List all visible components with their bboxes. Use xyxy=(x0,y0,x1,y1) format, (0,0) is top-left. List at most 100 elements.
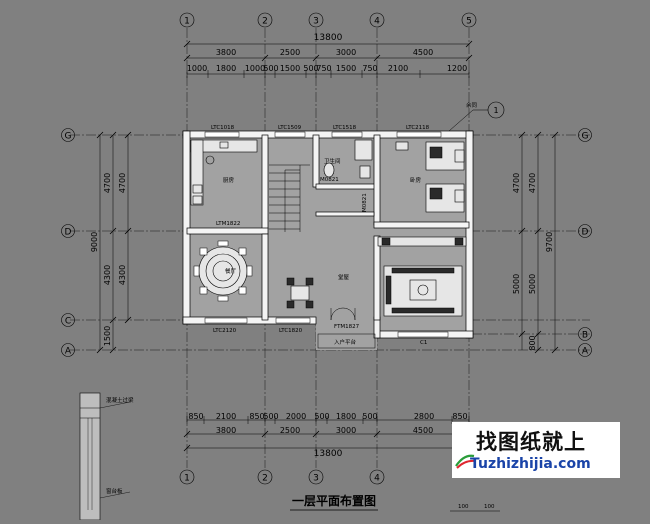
dim-top-minor-10: 2100 xyxy=(388,64,408,73)
dim-right-minor-2: 5000 xyxy=(512,274,521,294)
axis-label-2-bottom: 2 xyxy=(262,474,268,484)
logo-swoosh-icon xyxy=(455,454,476,469)
callout-text: 余同 xyxy=(466,101,478,109)
dim-right-major-2: 5000 xyxy=(528,274,537,294)
dim-top-major-1: 3800 xyxy=(216,48,236,57)
dims-bottom: 850 2100 850 500 2000 500 1800 500 2800 … xyxy=(183,412,470,459)
axis-bubbles-left: G D C A xyxy=(61,128,75,357)
label-door-kitchen: LTM1822 xyxy=(216,221,240,227)
window-living xyxy=(275,317,311,324)
window-stair xyxy=(274,131,306,138)
entry: 入户平台 xyxy=(317,307,376,349)
dim-left-major-1: 4700 xyxy=(103,173,112,193)
logo-chinese-text: 找图纸就上 xyxy=(476,430,586,454)
windows xyxy=(204,131,449,338)
window-bath xyxy=(331,131,363,138)
dim-left-total: 9000 xyxy=(90,232,99,252)
axis-bubble-D-left xyxy=(61,224,75,238)
axis-label-C-left: C xyxy=(65,317,71,327)
axis-bubbles-right: G D B A xyxy=(578,128,592,357)
dim-cut-1: 100 xyxy=(458,504,469,510)
axis-bubble-4 xyxy=(369,12,385,28)
label-window-stair: LTC1509 xyxy=(278,125,302,131)
dim-bottom-major-4: 4500 xyxy=(413,426,433,435)
dims-top: 13800 3800 2500 3000 4500 1000 1800 1000… xyxy=(183,33,473,78)
axis-bubble-4-bottom xyxy=(369,469,385,485)
dim-top-minor-11: 1200 xyxy=(447,64,467,73)
axis-bubble-A-right xyxy=(578,343,592,357)
axis-bubble-G-left xyxy=(61,128,75,142)
axis-bubble-A-left xyxy=(61,343,75,357)
dim-top-major-4: 4500 xyxy=(413,48,433,57)
axis-bubble-2 xyxy=(257,12,273,28)
dim-top-minor-5: 1500 xyxy=(280,64,300,73)
dim-bottom-minor-8: 500 xyxy=(362,412,377,421)
label-lintel: 混凝土过梁 xyxy=(106,396,134,404)
axis-label-G-right: G xyxy=(582,132,589,142)
watermark-logo: 找图纸就上 Tuzhizhijia.com xyxy=(452,422,620,478)
axis-label-4-bottom: 4 xyxy=(374,474,380,484)
dim-right-total: 9700 xyxy=(545,232,554,252)
axis-bubble-G-right xyxy=(578,128,592,142)
label-door-entry: FTM1827 xyxy=(334,324,360,330)
axis-bubbles-top: 1 2 3 4 5 xyxy=(179,12,477,28)
dim-top-minor-3: 1000 xyxy=(245,64,265,73)
dim-bottom-minor-5: 2000 xyxy=(286,412,306,421)
dim-left-minor-2: 4300 xyxy=(118,265,127,285)
dim-bottom-major-1: 3800 xyxy=(216,426,236,435)
axis-bubble-3 xyxy=(308,12,324,28)
dim-top-major-3: 3000 xyxy=(336,48,356,57)
callout-number: 1 xyxy=(493,106,498,115)
axis-label-A-right: A xyxy=(582,347,589,357)
window-dining xyxy=(204,317,248,324)
dims-bottom-cut: 100 100 xyxy=(450,504,500,512)
axis-label-A-left: A xyxy=(65,347,72,357)
walls xyxy=(182,130,474,339)
room-label-hall: 堂屋 xyxy=(338,273,350,281)
dim-bottom-minor-7: 1800 xyxy=(336,412,356,421)
room-label-bedroom: 卧房 xyxy=(410,176,422,184)
dim-left-minor-1: 4700 xyxy=(118,173,127,193)
label-door-bed: M0821 xyxy=(362,193,368,212)
dim-bottom-minor-9: 2800 xyxy=(414,412,434,421)
label-window-bath: LTC1518 xyxy=(333,125,357,131)
logo-url-text: Tuzhizhijia.com xyxy=(470,456,591,472)
kitchen-fixtures: 厨房 xyxy=(190,139,258,206)
dim-bottom-minor-4: 500 xyxy=(263,412,278,421)
room-label-bathroom: 卫生间 xyxy=(324,157,341,165)
dining-table: 餐厅 xyxy=(193,240,253,302)
window-kitchen xyxy=(204,131,240,138)
label-entry-platform: 入户平台 xyxy=(334,338,357,346)
axis-bubble-5 xyxy=(461,12,477,28)
dim-bottom-total: 13800 xyxy=(314,449,343,459)
dim-bottom-minor-3: 850 xyxy=(249,412,264,421)
dim-top-minor-8: 1500 xyxy=(336,64,356,73)
axis-label-1: 1 xyxy=(184,17,190,27)
wall-section-detail: 混凝土过梁 窗台板 xyxy=(79,392,134,521)
axis-bubble-1 xyxy=(179,12,195,28)
dim-top-minor-7: 750 xyxy=(316,64,331,73)
window-labels: LTC1018 LTC1509 LTC1518 LTC2118 LTC2120 … xyxy=(211,125,430,346)
dim-right-minor-1: 4700 xyxy=(512,173,521,193)
axis-label-4: 4 xyxy=(374,17,380,27)
label-window-living: LTC1820 xyxy=(279,328,303,334)
label-window-sill: 窗台板 xyxy=(106,487,123,495)
label-door-bath: M0821 xyxy=(320,177,339,183)
bathroom-fixtures: 卫生间 xyxy=(323,139,373,179)
axis-bubble-D-right xyxy=(578,224,592,238)
window-c1 xyxy=(397,331,449,338)
dim-top-major-2: 2500 xyxy=(280,48,300,57)
dim-bottom-minor-1: 850 xyxy=(188,412,203,421)
label-window-bed: LTC2118 xyxy=(406,125,430,131)
dim-bottom-minor-10: 850 xyxy=(452,412,467,421)
hall-furniture: 堂屋 xyxy=(286,236,467,317)
dim-bottom-minor-6: 500 xyxy=(314,412,329,421)
dim-bottom-major-3: 3000 xyxy=(336,426,356,435)
axis-label-D-left: D xyxy=(65,228,72,238)
axis-label-3-bottom: 3 xyxy=(313,474,319,484)
dims-left: 9000 4700 4300 1500 4700 4300 xyxy=(90,131,132,354)
axis-label-5: 5 xyxy=(466,17,472,27)
dim-top-minor-2: 1800 xyxy=(216,64,236,73)
